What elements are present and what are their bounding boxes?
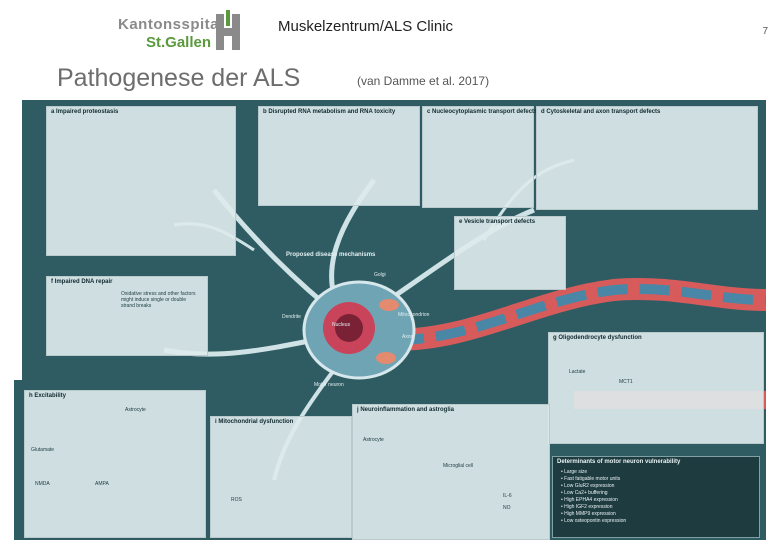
nucleus-label: Nucleus (332, 322, 350, 328)
left-edge-strip (14, 100, 22, 380)
panel-mitochondria: i Mitochondrial dysfunction ROS (210, 416, 352, 538)
panel-label: h Excitability (29, 393, 66, 399)
no-label: NO (503, 505, 511, 511)
axon-label: Axon (402, 334, 413, 340)
panel-label: g Oligodendrocyte dysfunction (553, 335, 642, 341)
lactate-label: Lactate (569, 369, 585, 375)
mitochondrion-label: Mitochondrion (398, 312, 429, 318)
logo-line2: St.Gallen (146, 34, 211, 51)
panel-label: a Impaired proteostasis (51, 109, 118, 115)
motor-neuron-label: Motor neuron (314, 382, 344, 388)
panel-neuroinflammation: j Neuroinflammation and astroglia Astroc… (352, 404, 550, 540)
panel-label: e Vesicle transport defects (459, 219, 535, 225)
mct1-label: MCT1 (619, 379, 633, 385)
panel-excitability: h Excitability Astrocyte Glutamate NMDA … (24, 390, 206, 538)
vulnerability-item: • High IGF2 expression (561, 504, 626, 511)
nmda-label: NMDA (35, 481, 50, 487)
slide-title: Pathogenese der ALS (57, 64, 300, 93)
panel-label: c Nucleocytoplasmic transport defects (427, 109, 537, 115)
panel-label: d Cytoskeletal and axon transport defect… (541, 109, 660, 115)
dna-note: Oxidative stress and other factors might… (121, 291, 201, 309)
vulnerability-item: • High MMP9 expression (561, 511, 626, 518)
proposed-mechanisms-label: Proposed disease mechanisms (286, 252, 375, 258)
vulnerability-item: • Fast fatigable motor units (561, 476, 626, 483)
page-number: 7 (762, 26, 768, 37)
il-label: IL-6 (503, 493, 512, 499)
vulnerability-item: • Low GluR2 expression (561, 483, 626, 490)
golgi-label: Golgi (374, 272, 386, 278)
vulnerability-list: • Large size• Fast fatigable motor units… (561, 469, 626, 525)
glutamate-label: Glutamate (31, 447, 54, 453)
panel-label: b Disrupted RNA metabolism and RNA toxic… (263, 109, 395, 115)
vulnerability-item: • Large size (561, 469, 626, 476)
vulnerability-item: • Low Ca2+ buffering (561, 490, 626, 497)
panel-dna: f Impaired DNA repair Oxidative stress a… (46, 276, 208, 356)
panel-vesicle: e Vesicle transport defects (454, 216, 566, 290)
logo-line1: Kantonsspital (118, 16, 224, 33)
hospital-logo-mark (214, 10, 242, 54)
microglia-label: Microglial cell (443, 463, 473, 469)
vulnerability-box: Determinants of motor neuron vulnerabili… (552, 456, 760, 538)
panel-rna: b Disrupted RNA metabolism and RNA toxic… (258, 106, 420, 206)
astrocyte-label-j: Astrocyte (363, 437, 384, 443)
panel-nucleocytoplasmic: c Nucleocytoplasmic transport defects (422, 106, 534, 208)
panel-label: f Impaired DNA repair (51, 279, 112, 285)
vulnerability-title: Determinants of motor neuron vulnerabili… (557, 459, 680, 465)
pathogenesis-figure: a Impaired proteostasis b Disrupted RNA … (14, 100, 766, 540)
hospital-logo: Kantonsspital St.Gallen (118, 14, 268, 58)
dendrite-label: Dendrite (282, 314, 301, 320)
vulnerability-item: • Low osteopontin expression (561, 518, 626, 525)
panel-cytoskeletal: d Cytoskeletal and axon transport defect… (536, 106, 758, 210)
header-title: Muskelzentrum/ALS Clinic (278, 18, 453, 35)
vulnerability-item: • High EPHA4 expression (561, 497, 626, 504)
slide-citation: (van Damme et al. 2017) (357, 74, 489, 88)
astrocyte-label: Astrocyte (125, 407, 146, 413)
panel-proteostasis: a Impaired proteostasis (46, 106, 236, 256)
panel-label: i Mitochondrial dysfunction (215, 419, 293, 425)
ampa-label: AMPA (95, 481, 109, 487)
panel-label: j Neuroinflammation and astroglia (357, 407, 454, 413)
panel-oligodendrocyte: g Oligodendrocyte dysfunction Lactate MC… (548, 332, 764, 444)
ros-label: ROS (231, 497, 242, 503)
